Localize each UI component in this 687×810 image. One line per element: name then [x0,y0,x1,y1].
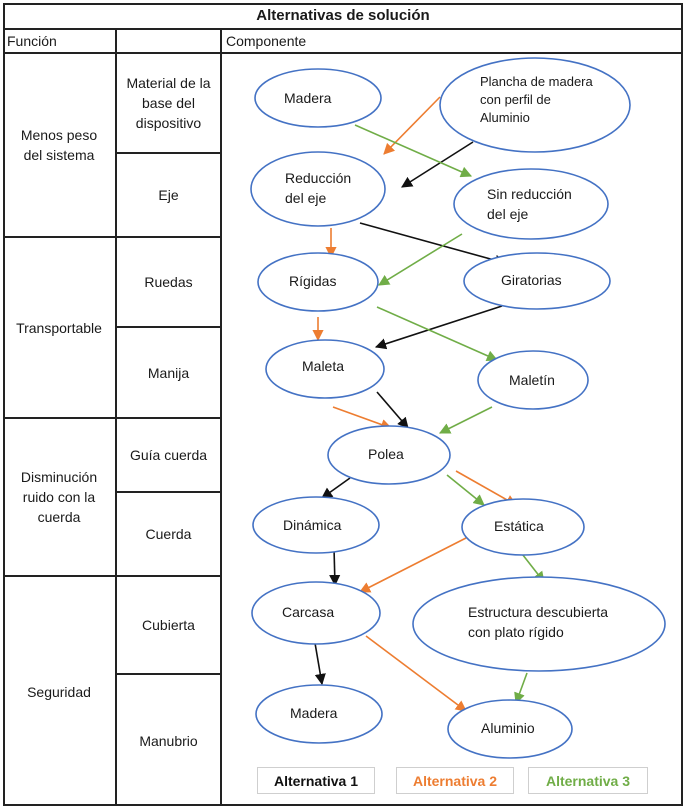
function-label-line: Seguridad [27,683,91,700]
sub-divider [115,673,222,675]
subfunction-cell: Manija [117,328,220,417]
node-label: Giratorias [501,272,562,288]
subfunction-label-line: Material de la [126,75,211,91]
node-label: Maletín [509,372,555,388]
row-divider [3,236,222,238]
subfunction-cell: Guía cuerda [117,419,220,491]
function-label-line: cuerda [37,509,81,525]
arrow-alt3 [438,406,493,434]
node-label: Sin reducción [487,186,572,202]
node-maletin [477,350,589,410]
subfunction-cell: Cubierta [117,577,220,673]
function-label-line: Transportable [16,319,102,336]
node-label: Aluminio [480,110,530,125]
subfunction-cell: Manubrio [117,675,220,806]
node-estructura [412,576,666,672]
table-title: Alternativas de solución [3,3,683,30]
subfunction-label-line: Eje [158,187,179,203]
arrow-alt2 [365,635,467,712]
subfunction-cell: Cuerda [117,493,220,575]
node-label: del eje [487,206,528,222]
function-cell: Menos peso del sistema [3,54,115,236]
arrow-alt1 [314,642,326,686]
arrow-alt3 [376,306,499,362]
node-label: Maleta [302,358,344,374]
function-label-line: Disminución [20,469,98,485]
node-label: Polea [368,446,404,462]
arrow-alt2 [383,96,441,155]
legend-alternativa-1: Alternativa 1 [257,767,375,794]
header-funcion: Función [7,33,57,49]
node-madera-bottom [255,684,383,744]
node-aluminio [447,699,573,759]
subfunction-label-line: Cubierta [142,617,195,633]
arrow-alt2 [332,406,393,430]
arrow-alt1 [321,477,351,499]
subfunction-cell: Material de la base del dispositivo [117,54,220,152]
node-label: Estática [494,518,544,534]
function-cell: Seguridad [3,577,115,806]
subfunction-label-line: Ruedas [144,274,193,290]
sub-divider [115,326,222,328]
subfunction-label-line: Manija [147,364,190,381]
node-label: con perfil de [480,92,551,107]
node-reduccion [250,151,386,227]
node-sin-reduccion [453,168,609,240]
node-maleta [265,339,385,399]
node-dinamica [252,496,380,554]
node-label: Estructura descubierta [468,604,608,620]
node-polea [327,425,451,485]
row-divider [3,417,222,419]
legend-alternativa-2: Alternativa 2 [396,767,514,794]
node-label: del eje [285,190,326,206]
node-estatica [461,498,585,556]
node-giratorias [463,252,611,310]
row-divider [3,575,222,577]
arrow-alt3 [446,474,485,506]
arrow-alt1 [359,222,507,266]
legend-alternativa-3: Alternativa 3 [528,767,648,794]
node-rigidas [257,252,379,312]
node-label: Rígidas [289,273,336,289]
arrow-alt1 [376,391,409,429]
node-label: con plato rígido [468,624,564,640]
subfunction-label-line: Cuerda [145,526,192,542]
function-label-line: del sistema [23,147,95,163]
subfunction-label-line: dispositivo [135,115,202,131]
node-label: Dinámica [283,517,342,533]
node-label: Plancha de madera [480,74,594,89]
node-plancha [439,57,631,153]
header-componente: Componente [226,33,307,49]
subfunction-label-line: base del [142,95,195,111]
arrow-alt3 [514,672,528,705]
subfunction-cell: Ruedas [117,238,220,326]
function-cell: Transportable [3,238,115,417]
table-frame [3,3,683,806]
arrow-alt1 [329,547,341,587]
function-cell: Disminución ruido con la cuerda [3,419,115,575]
node-label: Aluminio [481,720,535,736]
subfunction-label-line: Guía cuerda [129,447,208,463]
arrow-alt1 [401,141,474,188]
function-label-line: ruido con la [22,489,96,505]
arrow-alt2 [359,537,467,593]
arrow-alt1 [374,305,503,350]
arrow-alt3 [378,233,463,286]
node-carcasa [251,581,381,645]
subfunction-cell: Eje [117,154,220,236]
node-madera-top [254,68,382,128]
node-label: Madera [290,705,338,721]
function-label-line: Menos peso [20,127,98,143]
sub-divider [115,152,222,154]
node-label: Madera [284,90,332,106]
sub-divider [115,491,222,493]
subfunction-label-line: Manubrio [139,732,198,749]
node-label: Carcasa [282,604,334,620]
node-label: Reducción [285,170,351,186]
header-divider [3,52,683,54]
arrow-alt3 [354,124,473,178]
